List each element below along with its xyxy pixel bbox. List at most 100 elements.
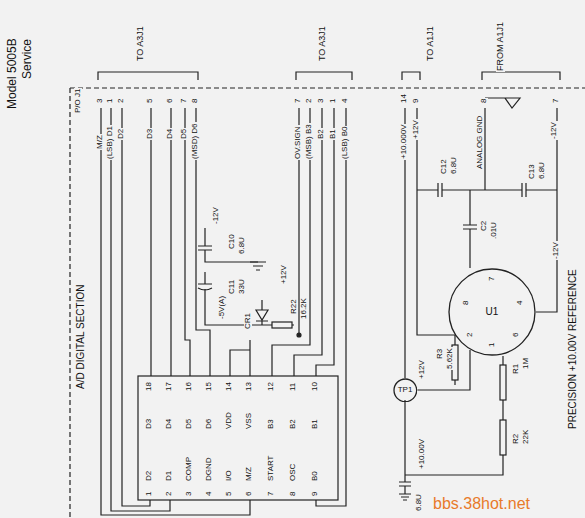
watermark: bbs.38hot.net [432, 496, 531, 512]
signal-label: D3 [146, 128, 154, 140]
signal-label: 7 [294, 98, 302, 104]
data-wire [101, 108, 346, 515]
signal-label: 2 [466, 332, 474, 338]
signal-label: P/O J1 [74, 88, 82, 114]
signal-label: 1 [106, 98, 114, 104]
signal-label: 3 [317, 98, 325, 104]
signal-label: B3 [267, 418, 275, 430]
signal-label: R3 [436, 348, 444, 360]
signal-label: -5V(A) [218, 295, 226, 320]
circle-outline [449, 269, 535, 355]
node-label: U1 [486, 307, 499, 317]
signal-label: B1 [311, 418, 319, 430]
signal-label: 6 [166, 98, 174, 104]
signal-label: R2 [512, 433, 520, 445]
signal-label: VSS [245, 412, 253, 430]
signal-label: 5 [146, 98, 154, 104]
signal-label: TO A3J1 [318, 25, 327, 62]
signal-label: 8 [289, 491, 297, 497]
signal-label: -12V [212, 206, 220, 225]
signal-label: 16 [185, 381, 193, 392]
signal-label: 15 [205, 381, 213, 392]
signal-label: 1 [488, 342, 496, 348]
signal-label: B1 [329, 128, 337, 140]
signal-label: 18 [145, 381, 153, 392]
signal-label: 14 [400, 93, 408, 104]
signal-label: (MSB) B3 [305, 123, 313, 160]
signal-label: 1 [329, 98, 337, 104]
signal-label: -12V [550, 121, 558, 140]
signal-label: 2 [165, 491, 173, 497]
signal-label: 12 [267, 381, 275, 392]
signal-label: 7 [267, 491, 275, 497]
signal-label: 3 [185, 491, 193, 497]
signal-label: R22 [290, 298, 298, 315]
signal-label: -12V [552, 241, 560, 260]
signal-label: D4 [166, 128, 174, 140]
signal-label: 14 [225, 381, 233, 392]
diode-symbol [256, 300, 268, 325]
op-amp-can: U1 [448, 268, 536, 356]
signal-label: 4 [516, 300, 524, 306]
resistor-symbol [500, 365, 506, 400]
signal-label: I/O [225, 469, 233, 482]
signal-label: 7 [488, 276, 496, 282]
signal-label: 7 [552, 98, 560, 104]
signal-label: 6.8U [538, 161, 546, 180]
signal-label: C11 [228, 279, 236, 295]
signal-label: 2 [305, 98, 313, 104]
signal-label: 6.8U [415, 493, 423, 512]
signal-label: +12V [412, 119, 420, 140]
signal-label: 17 [165, 381, 173, 392]
signal-label: 8 [462, 300, 470, 306]
capacitor-symbol [198, 183, 557, 494]
signal-label: START [267, 455, 275, 482]
signal-label: (MSD) D6 [191, 122, 199, 160]
signal-label: 9 [311, 491, 319, 497]
signal-label: D6 [205, 418, 213, 430]
signal-label: OSC [289, 463, 297, 482]
signal-label: 11 [289, 382, 297, 392]
supply-wire [405, 108, 557, 475]
signal-label: D5 [185, 418, 193, 430]
signal-label: M/Z [245, 466, 253, 482]
signal-label: 5 [225, 491, 233, 497]
signal-label: M/Z [96, 134, 104, 150]
signal-label: +10.00V [418, 438, 426, 470]
signal-label: +12V [280, 264, 288, 285]
connector-bracket [98, 72, 560, 80]
signal-label: TO A3J1 [136, 25, 145, 62]
node-label: TP1 [398, 386, 413, 394]
resistor-symbol [500, 420, 506, 455]
signal-label: 6.8U [450, 156, 458, 175]
signal-label: C10 [228, 233, 236, 250]
signal-label: 13 [245, 381, 253, 392]
signal-label: PRECISION +10.00V REFERENCE [568, 268, 578, 430]
signal-label: 7 [180, 98, 188, 104]
signal-label: ANALOG GND [476, 115, 484, 170]
signal-label: 1M [522, 357, 530, 370]
signal-label: +12V [418, 359, 426, 380]
signal-label: 9 [412, 98, 420, 104]
signal-label: 4 [205, 491, 213, 497]
signal-label: VDD [225, 411, 233, 430]
ground-symbol [250, 98, 520, 500]
circle-outline [394, 379, 417, 402]
ic-package [138, 376, 338, 500]
section-boundary [70, 88, 585, 518]
signal-label: D4 [165, 418, 173, 430]
signal-label: FROM A1J1 [496, 21, 505, 72]
signal-label: C12 [440, 158, 448, 175]
signal-label: 6 [245, 491, 253, 497]
signal-label: DGND [205, 456, 213, 482]
signal-label: B2 [289, 418, 297, 430]
signal-label: CR1 [244, 312, 252, 330]
signal-label: +10.000V [400, 124, 408, 160]
signal-label: B0 [311, 470, 319, 482]
signal-label: TO A1J1 [426, 25, 435, 62]
signal-label: R1 [512, 363, 520, 375]
signal-label: D1 [165, 470, 173, 482]
signal-label: .01U [490, 221, 498, 240]
junction-dot [297, 333, 301, 337]
resistor-symbol [272, 322, 292, 328]
